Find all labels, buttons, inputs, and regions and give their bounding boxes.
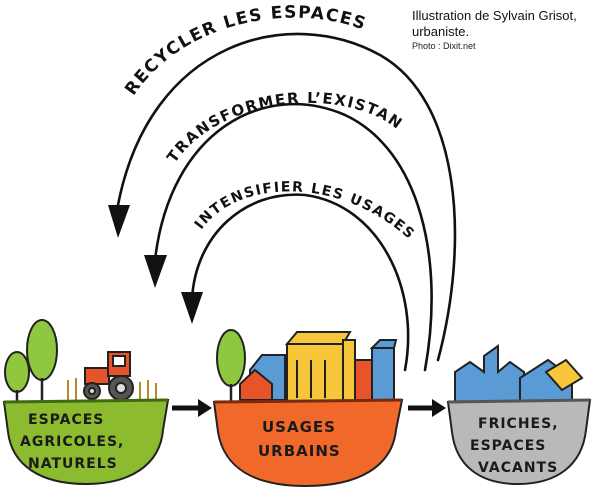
island-friches-ground [446, 398, 592, 486]
arc-label-recycler: RECYCLER LES ESPACES [121, 3, 369, 100]
arc-label-intensifier: INTENSIFIER LES USAGES [192, 179, 418, 243]
island-agricole-label-line2: AGRICOLES, [20, 434, 124, 450]
outer-arc-arrow [116, 32, 457, 362]
island-agricole-top [3, 398, 169, 404]
factory-icon [454, 344, 584, 403]
island-friches: FRICHES, ESPACES VACANTS [446, 344, 592, 486]
tree-icon [26, 319, 58, 381]
buildings-icon [239, 331, 398, 403]
outer-arrowhead [108, 205, 130, 238]
island-friches-label-line3: VACANTS [478, 460, 558, 476]
inner-arc-arrow [190, 193, 410, 372]
inner-arrowhead [181, 292, 203, 324]
arrowheads [108, 205, 203, 324]
flow-arrow-2 [408, 399, 446, 417]
tree-icon [4, 351, 30, 393]
island-urbain-label-line2: URBAINS [258, 442, 341, 460]
island-friches-top [447, 398, 591, 404]
credit-block: Illustration de Sylvain Grisot, urbanist… [412, 8, 598, 52]
island-agricole-ground [2, 398, 170, 486]
credit-line-photo: Photo : Dixit.net [412, 41, 476, 51]
tree-icon [216, 329, 246, 387]
tractor-icon [83, 351, 134, 401]
island-urbain: USAGES URBAINS [212, 329, 404, 488]
island-urbain-ground [212, 398, 404, 488]
cycle-arrows [116, 32, 457, 372]
flow-arrow-1 [172, 399, 212, 417]
middle-arc-arrow [153, 102, 433, 372]
island-agricole-label-line3: NATURELS [28, 456, 118, 472]
island-urbain-top [213, 398, 403, 404]
island-agricole-label-line1: ESPACES [28, 412, 104, 428]
island-friches-label-line1: FRICHES, [478, 416, 559, 432]
middle-arrowhead [144, 255, 167, 288]
credit-line-role: urbaniste. [412, 24, 470, 39]
island-friches-label-line2: ESPACES [470, 438, 546, 454]
crops-icon [67, 378, 157, 400]
island-agricole: ESPACES AGRICOLES, NATURELS [2, 319, 170, 486]
island-urbain-label-line1: USAGES [262, 418, 336, 436]
credit-line-author: Illustration de Sylvain Grisot, [412, 8, 577, 23]
